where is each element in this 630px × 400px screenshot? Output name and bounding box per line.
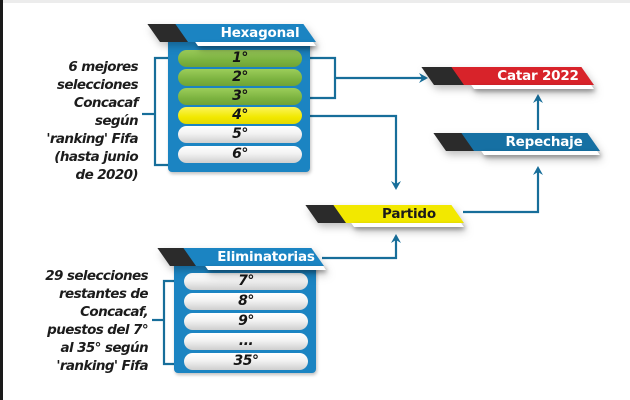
partido-banner: Partido: [305, 205, 468, 227]
partido-to-repechaje-arrow: [463, 166, 543, 214]
catar-2022-banner: Catar 2022: [421, 67, 604, 89]
left-border: [0, 0, 3, 400]
partido-label: Partido: [382, 206, 436, 222]
position-pill-2: 2°: [178, 69, 302, 86]
hexagonal-panel: 1° 2° 3° 4° 5° 6°: [168, 36, 310, 172]
position-pill-35: 35°: [184, 353, 308, 370]
position-pill-9: 9°: [184, 313, 308, 330]
position-pill-4: 4°: [178, 107, 302, 124]
eliminatorias-description: 29 selecciones restantes de Concacaf, pu…: [45, 267, 148, 375]
description-line: (hasta junio: [54, 149, 138, 165]
position-pill-6: 6°: [178, 146, 302, 163]
description-line: 'ranking' Fifa: [46, 131, 138, 147]
description-line: Concacaf: [73, 95, 139, 111]
eliminatorias-title: Eliminatorias: [217, 249, 315, 265]
top3-bracket: [310, 56, 337, 100]
description-line: selecciones: [56, 77, 139, 93]
eliminatorias-panel: 7° 8° 9° ... 35°: [174, 258, 316, 373]
position-pill-7: 7°: [184, 273, 308, 290]
eliminatorias-banner: Eliminatorias: [157, 248, 330, 270]
catar-2022-label: Catar 2022: [497, 68, 579, 84]
description-line: según: [94, 113, 139, 129]
description-line: puestos del 7°: [47, 322, 148, 338]
description-line: restantes de: [59, 286, 149, 302]
position-pill-8: 8°: [184, 293, 308, 310]
hexagonal-title: Hexagonal: [220, 25, 300, 41]
description-line: 6 mejores: [68, 59, 138, 75]
description-line: 'ranking' Fifa: [56, 358, 148, 374]
eliminatorias-to-partido-arrow: [322, 234, 401, 260]
position-pill-3: 3°: [178, 88, 302, 105]
hexagonal-bracket: [153, 56, 170, 167]
top-border: [3, 0, 630, 3]
position-pill-1: 1°: [178, 50, 302, 67]
repechaje-label: Repechaje: [505, 134, 583, 150]
position-pill-ellipsis: ...: [184, 333, 308, 350]
position-pill-5: 5°: [178, 126, 302, 143]
description-line: de 2020): [75, 167, 139, 183]
description-line: 29 selecciones: [45, 268, 148, 284]
hexagonal-description: 6 mejores selecciones Concacaf según 'ra…: [46, 58, 138, 184]
description-line: al 35° según: [60, 340, 148, 356]
repechaje-banner: Repechaje: [433, 133, 606, 155]
fourth-to-partido-arrow: [310, 114, 401, 190]
description-line: Concacaf,: [80, 304, 148, 320]
eliminatorias-bracket: [162, 279, 176, 366]
hexagonal-banner: Hexagonal: [147, 24, 320, 46]
